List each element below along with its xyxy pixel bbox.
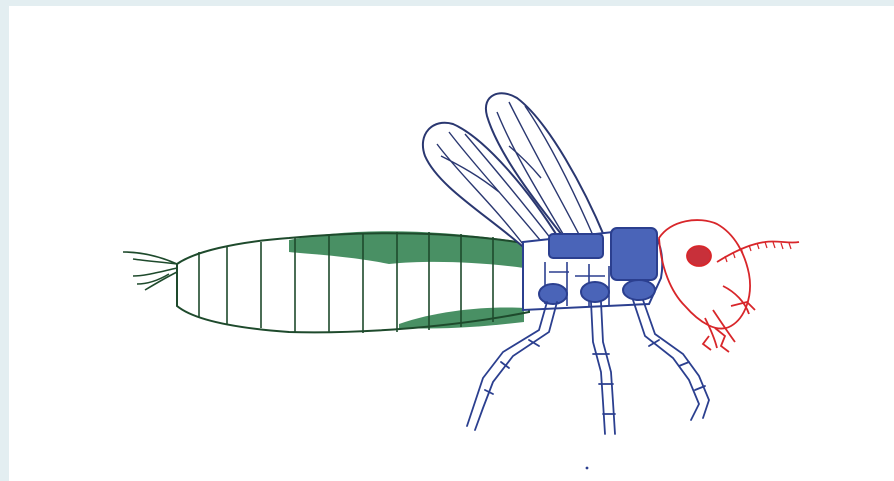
mouthparts bbox=[703, 286, 755, 352]
head-capsule bbox=[659, 220, 750, 328]
coxa-hind bbox=[539, 284, 567, 304]
coxa-middle bbox=[581, 282, 609, 302]
abdomen bbox=[123, 231, 529, 333]
abdomen-dorsal-fill bbox=[289, 231, 524, 268]
thorax-plate-2 bbox=[549, 234, 603, 258]
coxa-front bbox=[623, 280, 655, 300]
thorax bbox=[523, 228, 662, 310]
wings bbox=[423, 93, 605, 252]
insect-illustration bbox=[9, 6, 894, 481]
middle-leg bbox=[591, 302, 615, 434]
head bbox=[659, 220, 799, 352]
thorax-plate-1 bbox=[611, 228, 657, 280]
tail-appendage bbox=[123, 252, 177, 290]
image-frame bbox=[9, 6, 894, 481]
speck bbox=[586, 467, 589, 470]
compound-eye bbox=[687, 246, 711, 266]
